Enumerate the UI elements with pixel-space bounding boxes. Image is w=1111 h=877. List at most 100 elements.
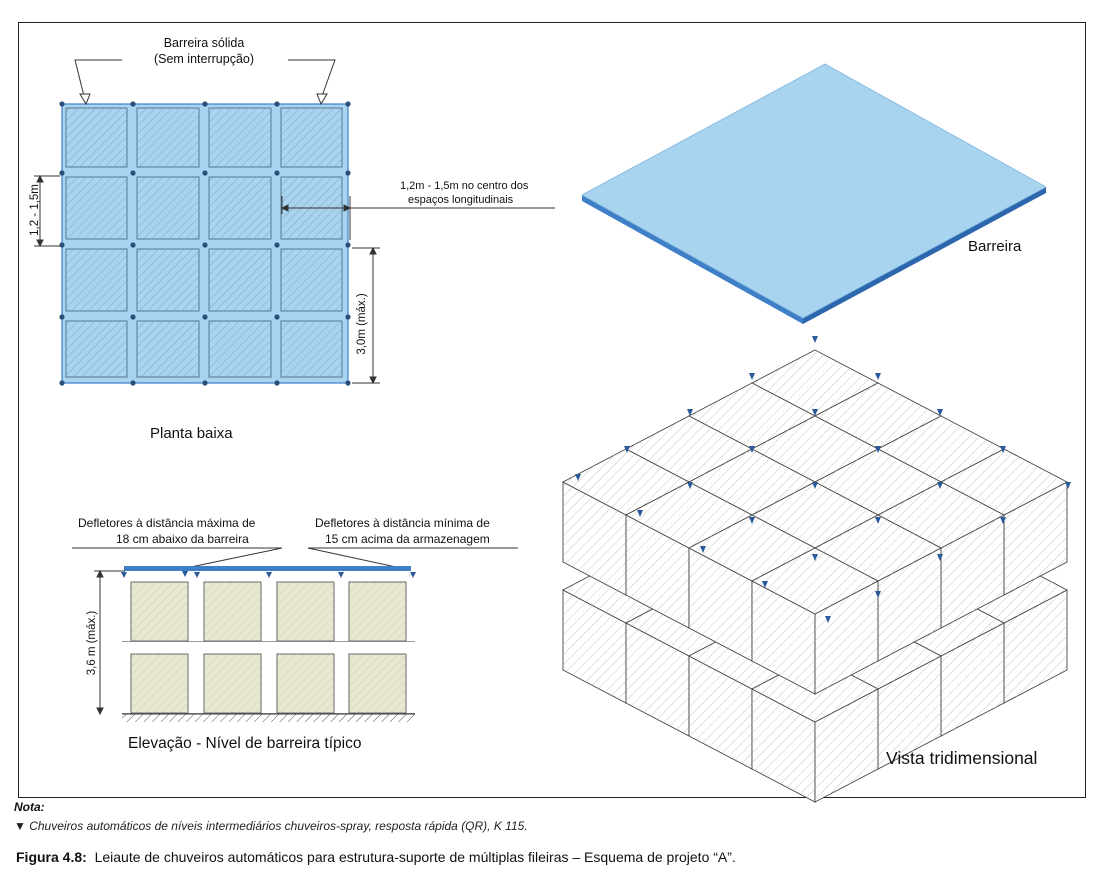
elevation-sprinkler	[410, 572, 416, 578]
elevation-box-hatch	[349, 654, 406, 713]
iso-sprinkler-marker	[749, 373, 755, 380]
plan-sprinkler-dot	[202, 314, 208, 320]
plan-sprinkler-dot	[274, 380, 280, 386]
iso-sprinkler-marker	[1065, 482, 1071, 489]
plan-sprinkler-dot	[345, 101, 351, 107]
note-heading: Nota:	[14, 800, 45, 814]
plan-cell-hatch	[66, 108, 127, 167]
iso-box-hatch	[689, 548, 752, 661]
iso-sprinkler-marker	[812, 409, 818, 416]
note-text: ▼ Chuveiros automáticos de níveis interm…	[14, 819, 528, 833]
deflector-max-label-line2: 18 cm abaixo da barreira	[116, 532, 249, 546]
elevation-sprinklers	[121, 571, 416, 578]
plan-sprinkler-dot	[345, 314, 351, 320]
iso-box-hatch	[941, 515, 1004, 628]
plan-sprinkler-dot	[345, 380, 351, 386]
iso-box-hatch	[1004, 482, 1067, 595]
plan-sprinkler-dot	[202, 380, 208, 386]
solid-barrier-sublabel: (Sem interrupção)	[153, 52, 255, 66]
solid-barrier-label: Barreira sólida	[163, 36, 245, 50]
plan-sprinkler-dot	[130, 170, 136, 176]
plan-cell-hatch	[137, 321, 199, 377]
iso-box-hatch	[626, 623, 689, 736]
plan-sprinkler-dot	[274, 314, 280, 320]
plan-cell-hatch	[209, 177, 271, 239]
iso-view-caption: Vista tridimensional	[886, 748, 1038, 768]
elevation-box-hatch	[349, 582, 406, 641]
plan-cell-hatch	[66, 177, 127, 239]
plan-view-caption: Planta baixa	[150, 425, 233, 442]
deflector-min-label-line1: Defletores à distância mínima de	[315, 516, 490, 530]
elevation-barrier	[124, 566, 411, 571]
plan-cell-hatch	[281, 321, 342, 377]
iso-box-hatch	[752, 689, 815, 802]
plan-cell-hatch	[137, 108, 199, 167]
iso-sprinkler-marker	[637, 510, 643, 517]
iso-box-hatch	[815, 689, 878, 802]
ground-hatch	[122, 714, 415, 722]
plan-storage-cells	[65, 107, 343, 378]
iso-sprinkler-marker	[749, 517, 755, 524]
plan-sprinkler-dot	[59, 242, 65, 248]
iso-sprinkler-marker	[1000, 517, 1006, 524]
iso-sprinkler-marker	[812, 482, 818, 489]
plan-sprinkler-dot	[130, 242, 136, 248]
plan-cell-hatch	[66, 249, 127, 311]
plan-sprinkler-dot	[274, 101, 280, 107]
iso-sprinkler-marker	[825, 616, 831, 623]
spacing-label-line1: 1,2m - 1,5m no centro dos	[400, 180, 529, 192]
plan-sprinkler-dot	[59, 101, 65, 107]
barrier-arrows	[74, 59, 336, 106]
iso-box-hatch	[878, 656, 941, 769]
plan-cell-hatch	[137, 177, 199, 239]
plan-cell-hatch	[209, 321, 271, 377]
plan-cell-hatch	[209, 249, 271, 311]
iso-rack	[562, 336, 1071, 803]
iso-box-hatch	[815, 581, 878, 694]
iso-sprinkler-marker	[875, 517, 881, 524]
elevation-height-dimension	[94, 569, 125, 716]
iso-box-hatch	[1004, 590, 1067, 703]
deflector-leaders	[72, 547, 518, 571]
plan-sprinkler-dot	[59, 380, 65, 386]
elevation-box-hatch	[277, 654, 334, 713]
plan-right-dimension-label: 3,0m (máx.)	[356, 293, 368, 355]
elevation-box-hatch	[131, 582, 188, 641]
iso-box-hatch	[563, 482, 626, 595]
iso-box-hatch	[752, 581, 815, 694]
elevation-sprinkler	[121, 572, 127, 578]
elevation-boxes	[122, 581, 415, 714]
plan-left-dimension-label: 1,2 - 1,5m	[29, 184, 41, 236]
elevation-sprinkler	[338, 572, 344, 578]
elevation-sprinkler	[266, 572, 272, 578]
plan-cell-hatch	[137, 249, 199, 311]
iso-sprinkler-marker	[875, 446, 881, 453]
plan-cell-hatch	[281, 249, 342, 311]
plan-sprinkler-dot	[59, 170, 65, 176]
plan-sprinkler-dot	[202, 170, 208, 176]
elevation-box-hatch	[131, 654, 188, 713]
elevation-box-hatch	[204, 654, 261, 713]
spacing-label-line2: espaços longitudinais	[408, 194, 514, 206]
iso-barrier-label: Barreira	[968, 238, 1022, 255]
iso-sprinkler-marker	[1000, 446, 1006, 453]
iso-sprinkler-marker	[687, 409, 693, 416]
iso-sprinkler-marker	[575, 474, 581, 481]
iso-sprinkler-marker	[749, 446, 755, 453]
plan-cell-hatch	[209, 108, 271, 167]
figure-label: Figura 4.8:	[16, 849, 87, 865]
plan-sprinkler-dot	[130, 101, 136, 107]
plan-sprinkler-dot	[274, 170, 280, 176]
iso-sprinkler-marker	[812, 336, 818, 343]
plan-sprinkler-dot	[274, 242, 280, 248]
plan-right-dimension	[352, 246, 380, 385]
plan-sprinkler-dot	[130, 380, 136, 386]
iso-barrier	[581, 63, 1047, 324]
plan-left-dimension	[34, 174, 60, 248]
iso-sprinkler-marker	[700, 546, 706, 553]
iso-box-hatch	[878, 548, 941, 661]
iso-box-hatch	[941, 623, 1004, 736]
iso-sprinkler-marker	[937, 482, 943, 489]
iso-box-hatch	[689, 656, 752, 769]
elevation-height-label: 3,6 m (máx.)	[86, 610, 98, 676]
